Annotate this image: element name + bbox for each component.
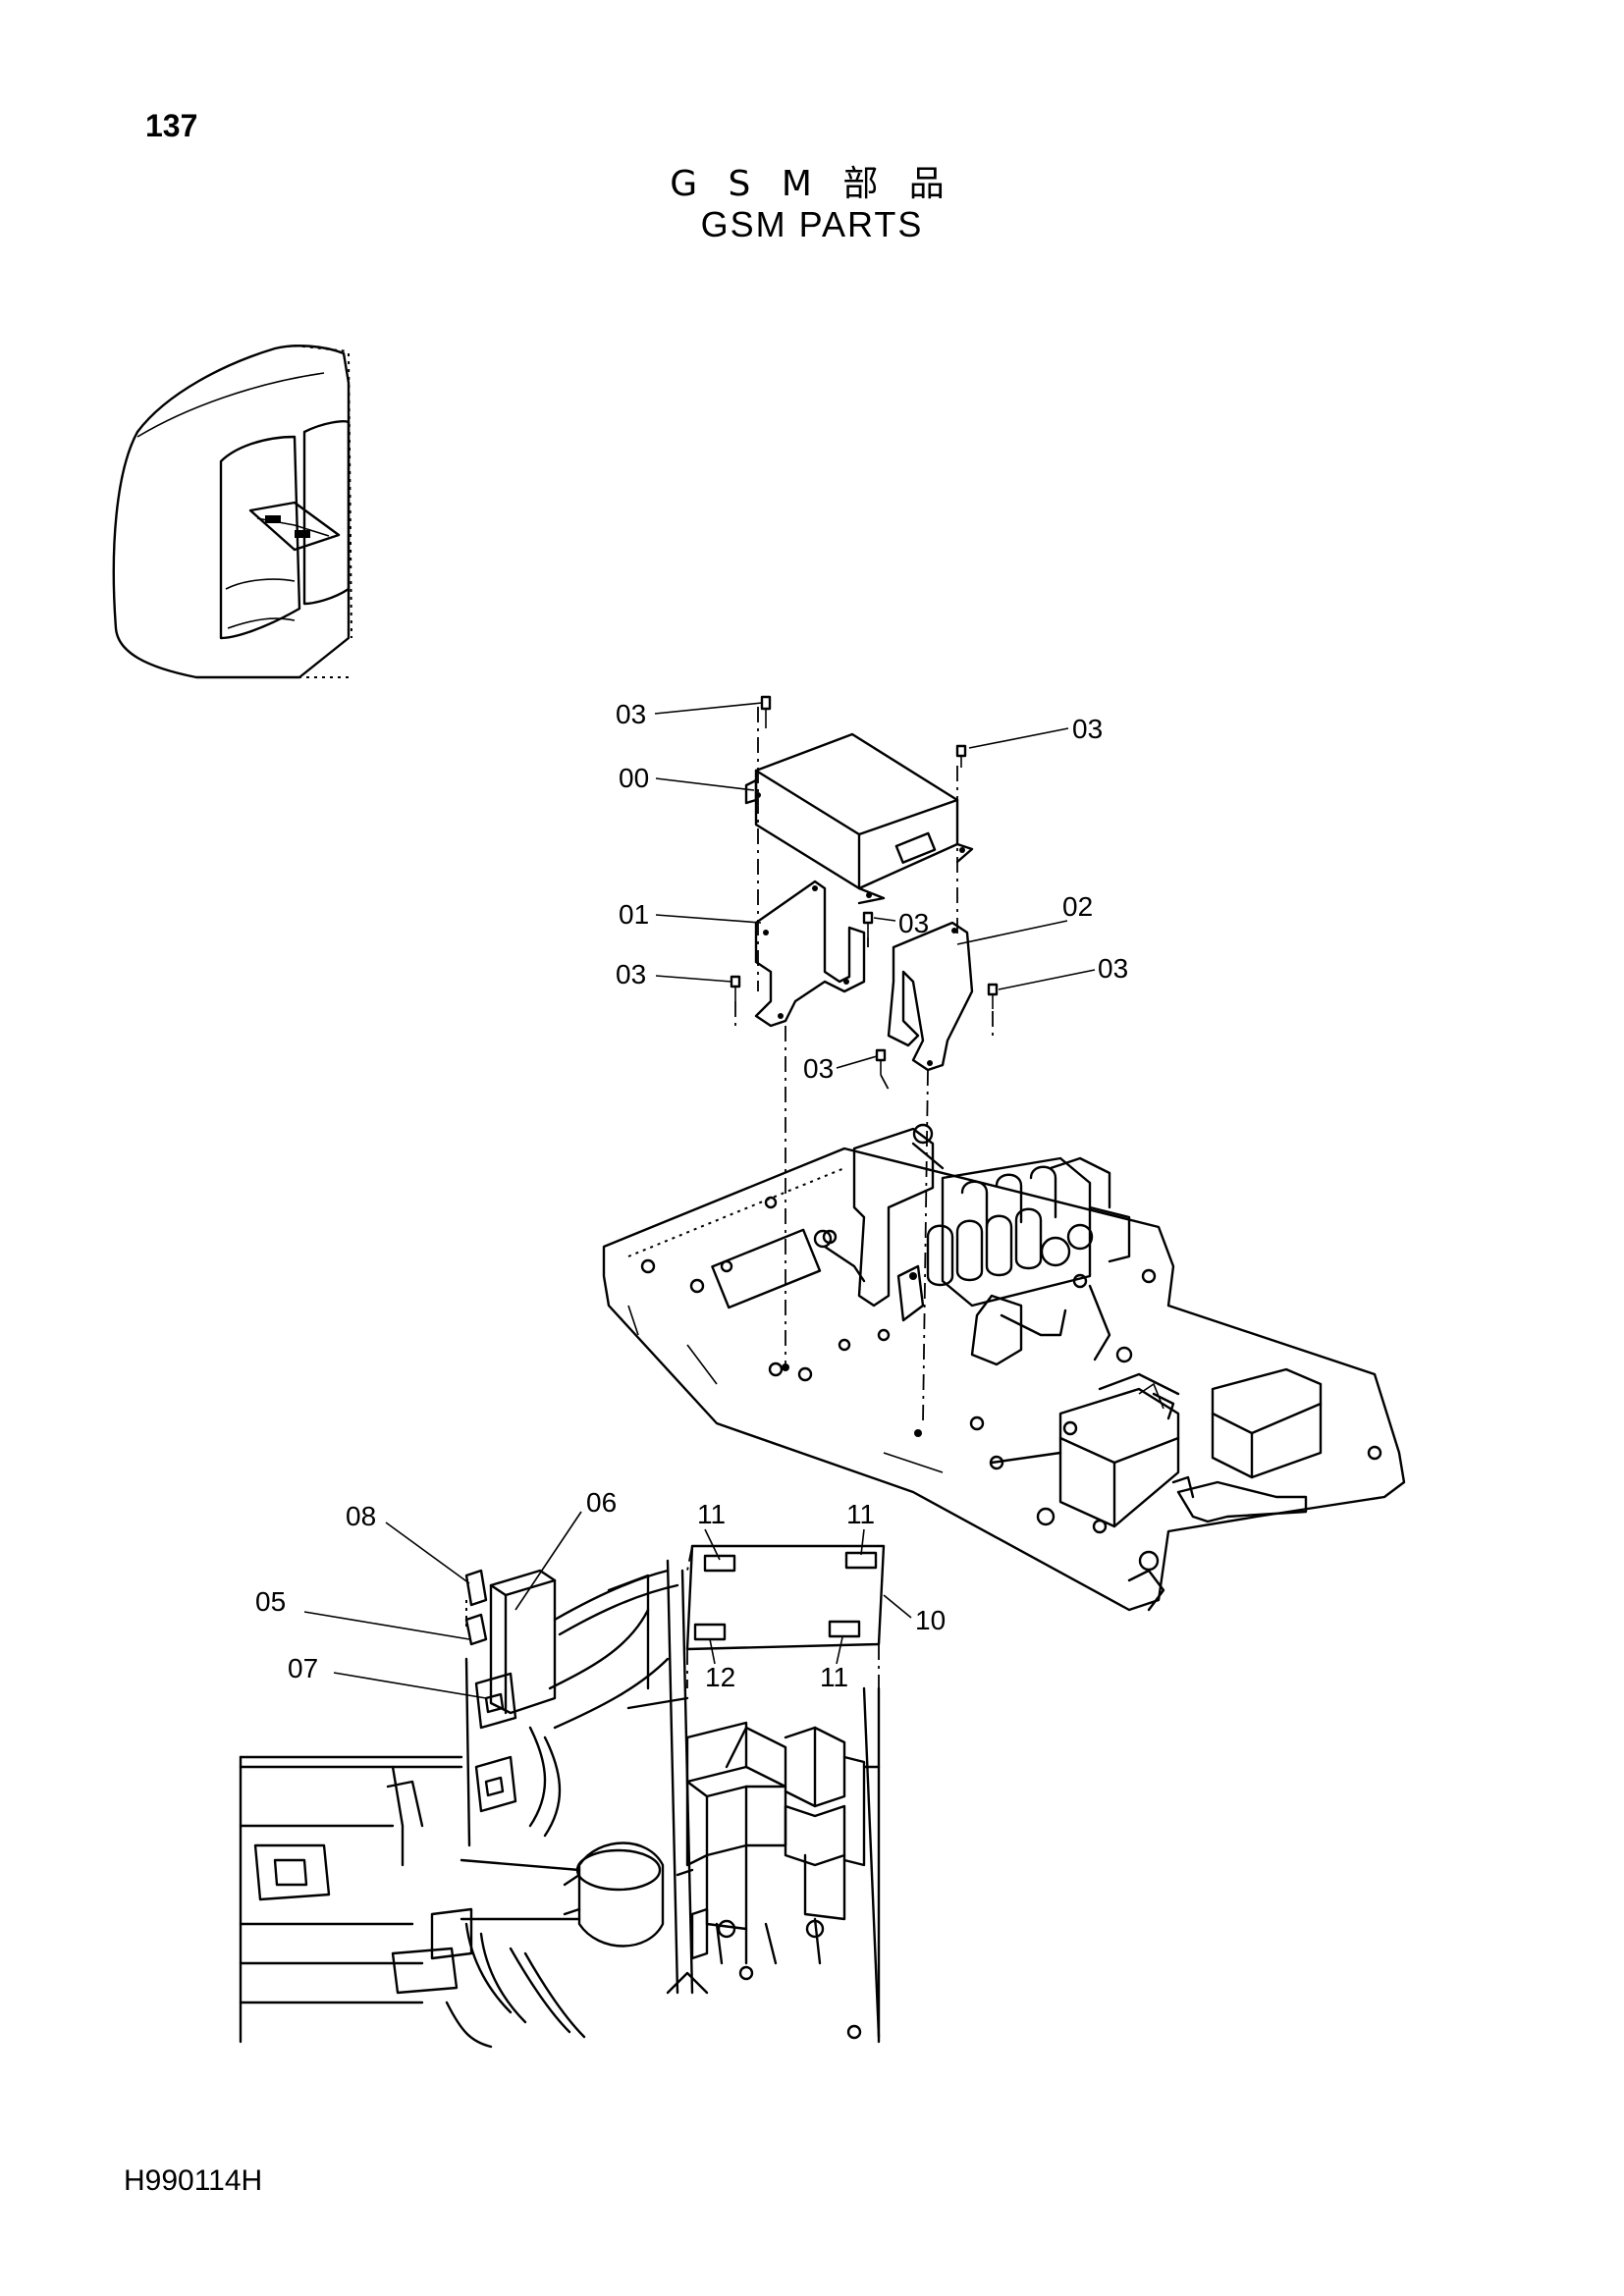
bolt-03-top-right — [955, 744, 967, 768]
callout-11-bottom: 11 — [820, 1662, 848, 1692]
pad-10 — [685, 1544, 886, 1688]
document-code: H990114H — [124, 2164, 263, 2197]
callout-03-bracket1: 03 — [898, 908, 929, 938]
callout-11-right: 11 — [846, 1499, 875, 1529]
callout-03-bottom: 03 — [803, 1053, 834, 1084]
page-title-english: GSM PARTS — [700, 204, 924, 244]
bracket-01 — [754, 880, 866, 1028]
lower-console-assembly — [239, 1559, 881, 2049]
cab-location-inset — [112, 345, 352, 679]
callout-05: 05 — [255, 1586, 286, 1617]
callout-12: 12 — [705, 1662, 735, 1692]
callout-03-top-right: 03 — [1072, 714, 1103, 744]
right-control-unit — [989, 1367, 1323, 1612]
callout-03-top-left: 03 — [616, 699, 646, 729]
leader-lines — [303, 702, 1096, 1699]
bolt-03-bracket2-left — [875, 1048, 887, 1075]
callout-11-left: 11 — [697, 1499, 726, 1529]
bolt-03-bracket1-left — [730, 975, 741, 1001]
callout-01: 01 — [619, 899, 649, 930]
gsm-controller-box — [744, 732, 974, 905]
callout-10: 10 — [915, 1605, 946, 1635]
vertical-mount-bracket — [813, 1123, 945, 1308]
callout-06: 06 — [586, 1487, 617, 1518]
callout-02: 02 — [1062, 891, 1093, 922]
assembly-centerlines — [734, 707, 994, 1424]
bolt-03-bracket2-right — [987, 983, 999, 1009]
relay-cluster — [896, 1156, 1133, 1366]
callout-07: 07 — [288, 1653, 318, 1683]
bolt-03-top-left — [760, 695, 772, 728]
callout-labels: 03 03 00 01 03 02 03 03 03 08 06 11 11 0… — [255, 699, 1128, 1692]
console-base-plate — [602, 1147, 1406, 1612]
page-number: 137 — [145, 108, 198, 143]
page-title-japanese: G S M 部 品 — [670, 164, 954, 204]
callout-00: 00 — [619, 763, 649, 793]
callout-03-right: 03 — [1098, 953, 1128, 984]
bolt-03-bracket1-right — [862, 911, 874, 937]
callout-03-left: 03 — [616, 959, 646, 989]
bracket-02 — [887, 921, 974, 1072]
callout-08: 08 — [346, 1501, 376, 1531]
